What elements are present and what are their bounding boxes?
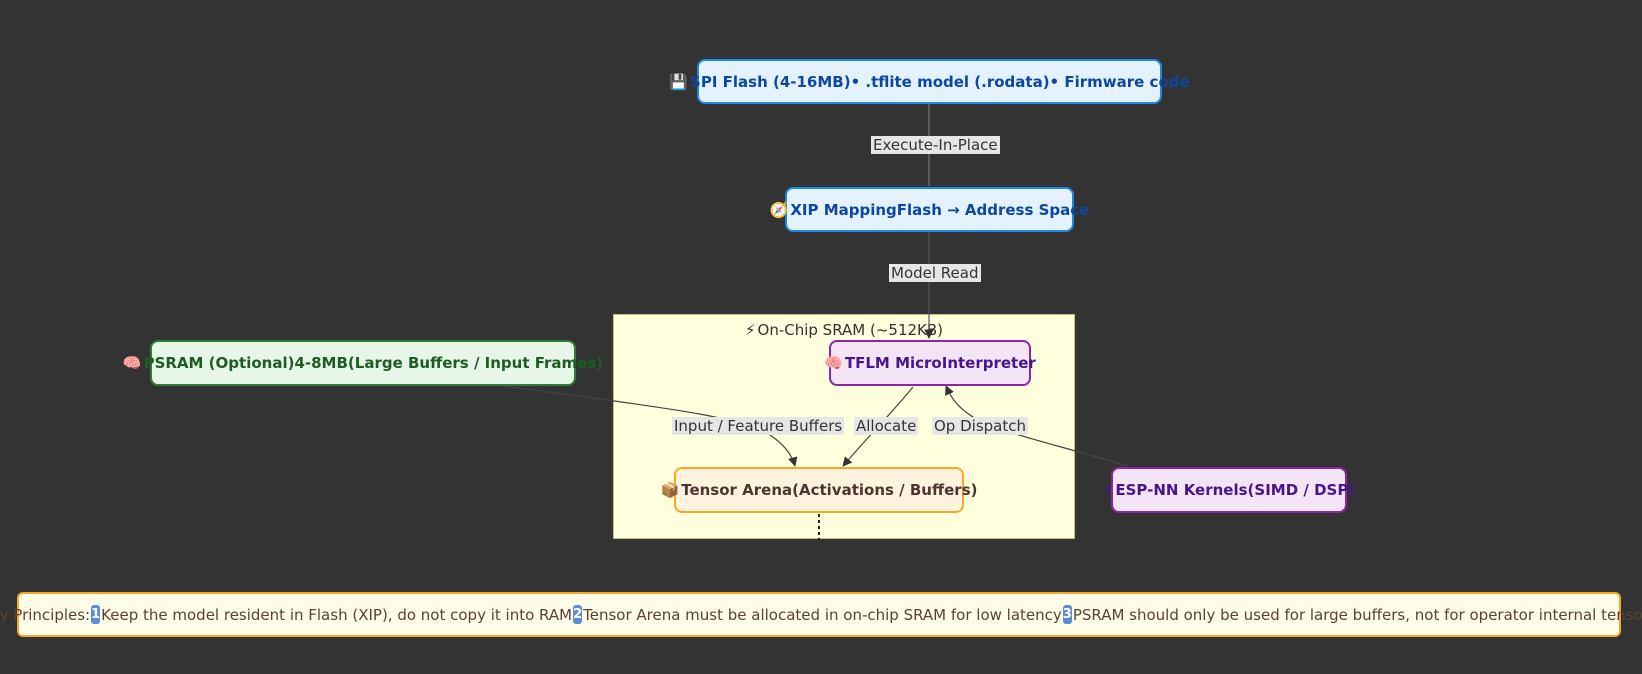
number-2-icon: 2 (573, 605, 583, 624)
xip-mapping-label: XIP MappingFlash → Address Space (790, 200, 1090, 219)
key-principle-2: Tensor Arena must be allocated in on-chi… (583, 605, 1062, 624)
key-principles-box: Key Principles: 1 Keep the model residen… (0, 592, 1642, 637)
number-3-icon: 3 (1062, 605, 1072, 624)
psram-label: PSRAM (Optional)4-8MB(Large Buffers / In… (143, 354, 604, 372)
floppy-disk-icon: 💾 (669, 72, 689, 91)
tflm-label: TFLM MicroInterpreter (844, 354, 1036, 372)
tflm-microinterpreter-node[interactable]: 🧠TFLM MicroInterpreter (824, 340, 1036, 386)
cluster-title-label: On-Chip SRAM (~512KB) (757, 321, 944, 339)
package-icon: 📦 (660, 481, 680, 499)
edge-label-execute-in-place: Execute-In-Place (871, 136, 1000, 154)
edge-label-input-feature-buffers: Input / Feature Buffers (672, 417, 845, 435)
spi-flash-node[interactable]: 💾SPI Flash (4-16MB)• .tflite model (.rod… (669, 59, 1190, 104)
tensor-arena-label: Tensor Arena(Activations / Buffers) (681, 481, 978, 499)
key-principle-1: Keep the model resident in Flash (XIP), … (101, 605, 573, 624)
tensor-arena-node[interactable]: 📦Tensor Arena(Activations / Buffers) (661, 467, 977, 513)
psram-node[interactable]: 🧠PSRAM (Optional)4-8MB(Large Buffers / I… (123, 340, 603, 386)
brain-icon: 🧠 (824, 354, 843, 372)
lightning-icon: ⚡ (1102, 481, 1114, 499)
lightning-icon: ⚡ (744, 321, 756, 339)
xip-mapping-node[interactable]: 🧭XIP MappingFlash → Address Space (770, 187, 1089, 232)
edge-label-op-dispatch: Op Dispatch (932, 417, 1028, 435)
edge-label-allocate: Allocate (854, 417, 919, 435)
key-principle-3: PSRAM should only be used for large buff… (1072, 605, 1642, 624)
edge-label-model-read: Model Read (889, 264, 981, 282)
esp-nn-label: ESP-NN Kernels(SIMD / DSP) (1115, 481, 1356, 499)
cluster-title: ⚡On-Chip SRAM (~512KB) (614, 321, 1074, 339)
esp-nn-kernels-node[interactable]: ⚡ESP-NN Kernels(SIMD / DSP) (1103, 467, 1355, 513)
key-principles-prefix: Key Principles: (0, 605, 91, 624)
number-1-icon: 1 (91, 605, 101, 624)
brain-icon: 🧠 (122, 354, 142, 372)
spi-flash-label: SPI Flash (4-16MB)• .tflite model (.roda… (690, 72, 1190, 91)
compass-icon: 🧭 (769, 200, 789, 219)
